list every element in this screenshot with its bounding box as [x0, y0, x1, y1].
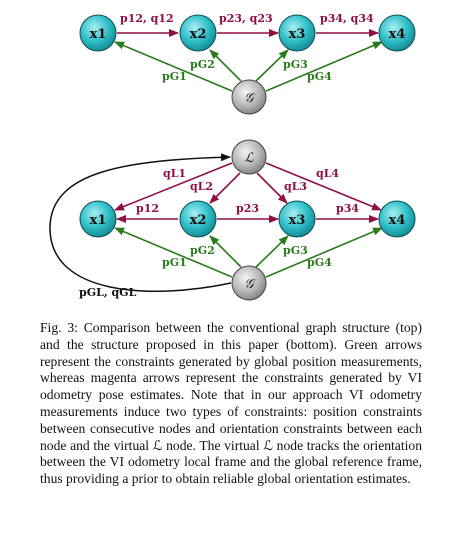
- label-ql4: qL4: [316, 167, 339, 180]
- edge-g-x2-bottom: [209, 235, 242, 268]
- edge-g-x4-bottom: [265, 227, 383, 278]
- node-x1: x1: [79, 14, 117, 52]
- label-pg3-bottom: pG3: [283, 244, 308, 257]
- label-ql3: qL3: [284, 180, 307, 193]
- label-pg1-bottom: pG1: [162, 256, 187, 269]
- label-p34-q34: p34, q34: [320, 12, 374, 25]
- node-x4: x4: [378, 14, 416, 52]
- node-g-bottom: 𝒢: [231, 265, 267, 301]
- label-p23: p23: [236, 202, 259, 215]
- edge-g-x1: [114, 41, 233, 92]
- label-pg3: pG3: [283, 58, 308, 71]
- bottom-graph: qL1 qL2 qL3 qL4 p12 p23 p34 pG1 pG2 pG3 …: [49, 139, 416, 301]
- label-pg2-bottom: pG2: [190, 244, 215, 257]
- label-pg2: pG2: [190, 58, 215, 71]
- edge-l-x3: [256, 172, 288, 204]
- edge-g-x4: [265, 41, 383, 92]
- label-pgl-qgl: pGL, qGL: [79, 286, 137, 299]
- node-x3-label: x3: [289, 27, 306, 42]
- node-l-label: ℒ: [244, 151, 254, 166]
- label-ql2: qL2: [190, 180, 213, 193]
- node-x4-bottom-label: x4: [389, 213, 406, 228]
- node-x1-bottom-label: x1: [90, 213, 107, 228]
- label-ql1: qL1: [163, 167, 186, 180]
- edge-l-x4: [265, 162, 382, 211]
- node-x2-label: x2: [190, 27, 207, 42]
- edge-g-x2: [209, 49, 242, 82]
- node-x1-bottom: x1: [79, 200, 117, 238]
- label-pg4: pG4: [307, 70, 332, 83]
- node-x1-label: x1: [90, 27, 107, 42]
- node-x3: x3: [278, 14, 316, 52]
- edge-g-x3-bottom: [255, 235, 289, 268]
- node-x2-bottom: x2: [179, 200, 217, 238]
- edge-g-x3: [255, 49, 289, 82]
- label-pg4-bottom: pG4: [307, 256, 332, 269]
- label-p23-q23: p23, q23: [219, 12, 273, 25]
- graph-diagram: p12, q12 p23, q23 p34, q34 pG1 pG2 pG3 p…: [49, 12, 416, 301]
- top-graph: p12, q12 p23, q23 p34, q34 pG1 pG2 pG3 p…: [79, 12, 416, 115]
- label-p12: p12: [136, 202, 159, 215]
- label-p34: p34: [336, 202, 359, 215]
- node-x2: x2: [179, 14, 217, 52]
- node-g-label: 𝒢: [244, 91, 256, 106]
- node-l: ℒ: [231, 139, 267, 175]
- node-g-bottom-label: 𝒢: [244, 277, 256, 292]
- figure-caption: Fig. 3: Comparison between the conventio…: [40, 320, 422, 487]
- node-x4-bottom: x4: [378, 200, 416, 238]
- label-p12-q12: p12, q12: [120, 12, 174, 25]
- edge-l-x2: [209, 172, 241, 204]
- label-pg1: pG1: [162, 70, 187, 83]
- node-g: 𝒢: [231, 79, 267, 115]
- node-x2-bottom-label: x2: [190, 213, 207, 228]
- edge-l-x1: [114, 162, 233, 211]
- node-x3-bottom-label: x3: [289, 213, 306, 228]
- edge-g-x1-bottom: [114, 227, 233, 278]
- edge-g-l-loop: [49, 153, 232, 293]
- node-x4-label: x4: [389, 27, 406, 42]
- node-x3-bottom: x3: [278, 200, 316, 238]
